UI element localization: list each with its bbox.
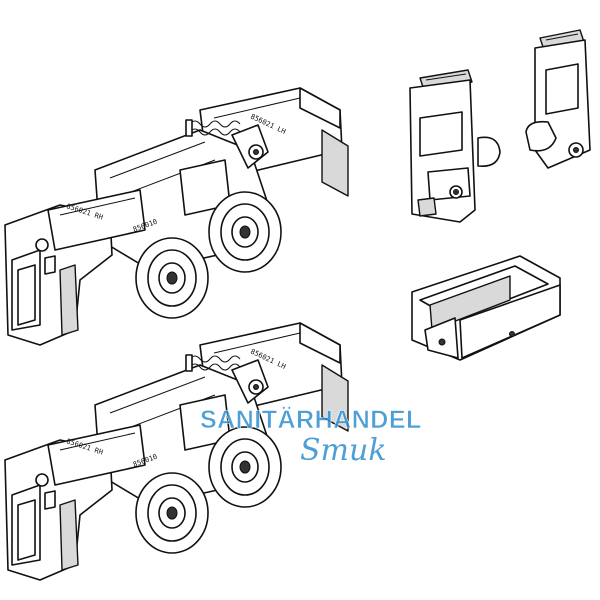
stopper-clip-left xyxy=(409,69,501,223)
roller-carriage-top: 856021 LH 856021 RH 856010 xyxy=(4,87,349,346)
wheel-front xyxy=(135,237,209,319)
door-guide xyxy=(411,255,561,361)
watermark-line1: SANITÄRHANDEL xyxy=(200,406,422,434)
wheel-rear xyxy=(208,191,282,273)
wheel-front xyxy=(135,472,209,554)
watermark-line2: Smuk xyxy=(300,433,387,468)
roller-carriage-bottom: 856021 LH 856021 RH 856010 xyxy=(4,322,349,581)
spring xyxy=(185,354,241,372)
wheel-rear xyxy=(208,426,282,508)
stopper-clip-right xyxy=(525,29,591,169)
watermark: SANITÄRHANDEL Smuk xyxy=(200,406,422,468)
spring xyxy=(185,119,241,137)
